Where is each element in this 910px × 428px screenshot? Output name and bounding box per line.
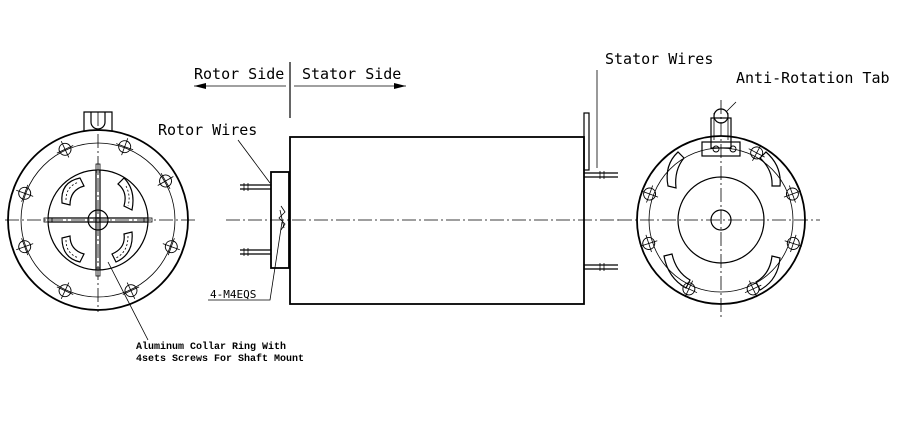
screw-spec-label: 4-M4EQS: [210, 288, 256, 301]
collar-slots: [61, 177, 134, 263]
rotor-wires-label: Rotor Wires: [158, 121, 257, 139]
stator-side-label: Stator Side: [302, 65, 401, 83]
rotor-end-view: [5, 111, 198, 341]
side-view: [194, 62, 620, 305]
rotor-wire-stubs: [240, 183, 271, 256]
wire-bundles: [663, 151, 781, 291]
stator-end-view: [618, 100, 820, 320]
collar-note-line1: Aluminum Collar Ring With: [136, 341, 286, 353]
stator-wires-label: Stator Wires: [605, 50, 713, 68]
collar-note-line2: 4sets Screws For Shaft Mount: [136, 353, 304, 365]
rotor-side-label: Rotor Side: [194, 65, 284, 83]
flange-holes: [16, 138, 180, 300]
stator-wire-stubs: [584, 171, 618, 271]
anti-rotation-tab-label: Anti-Rotation Tab: [736, 69, 890, 87]
